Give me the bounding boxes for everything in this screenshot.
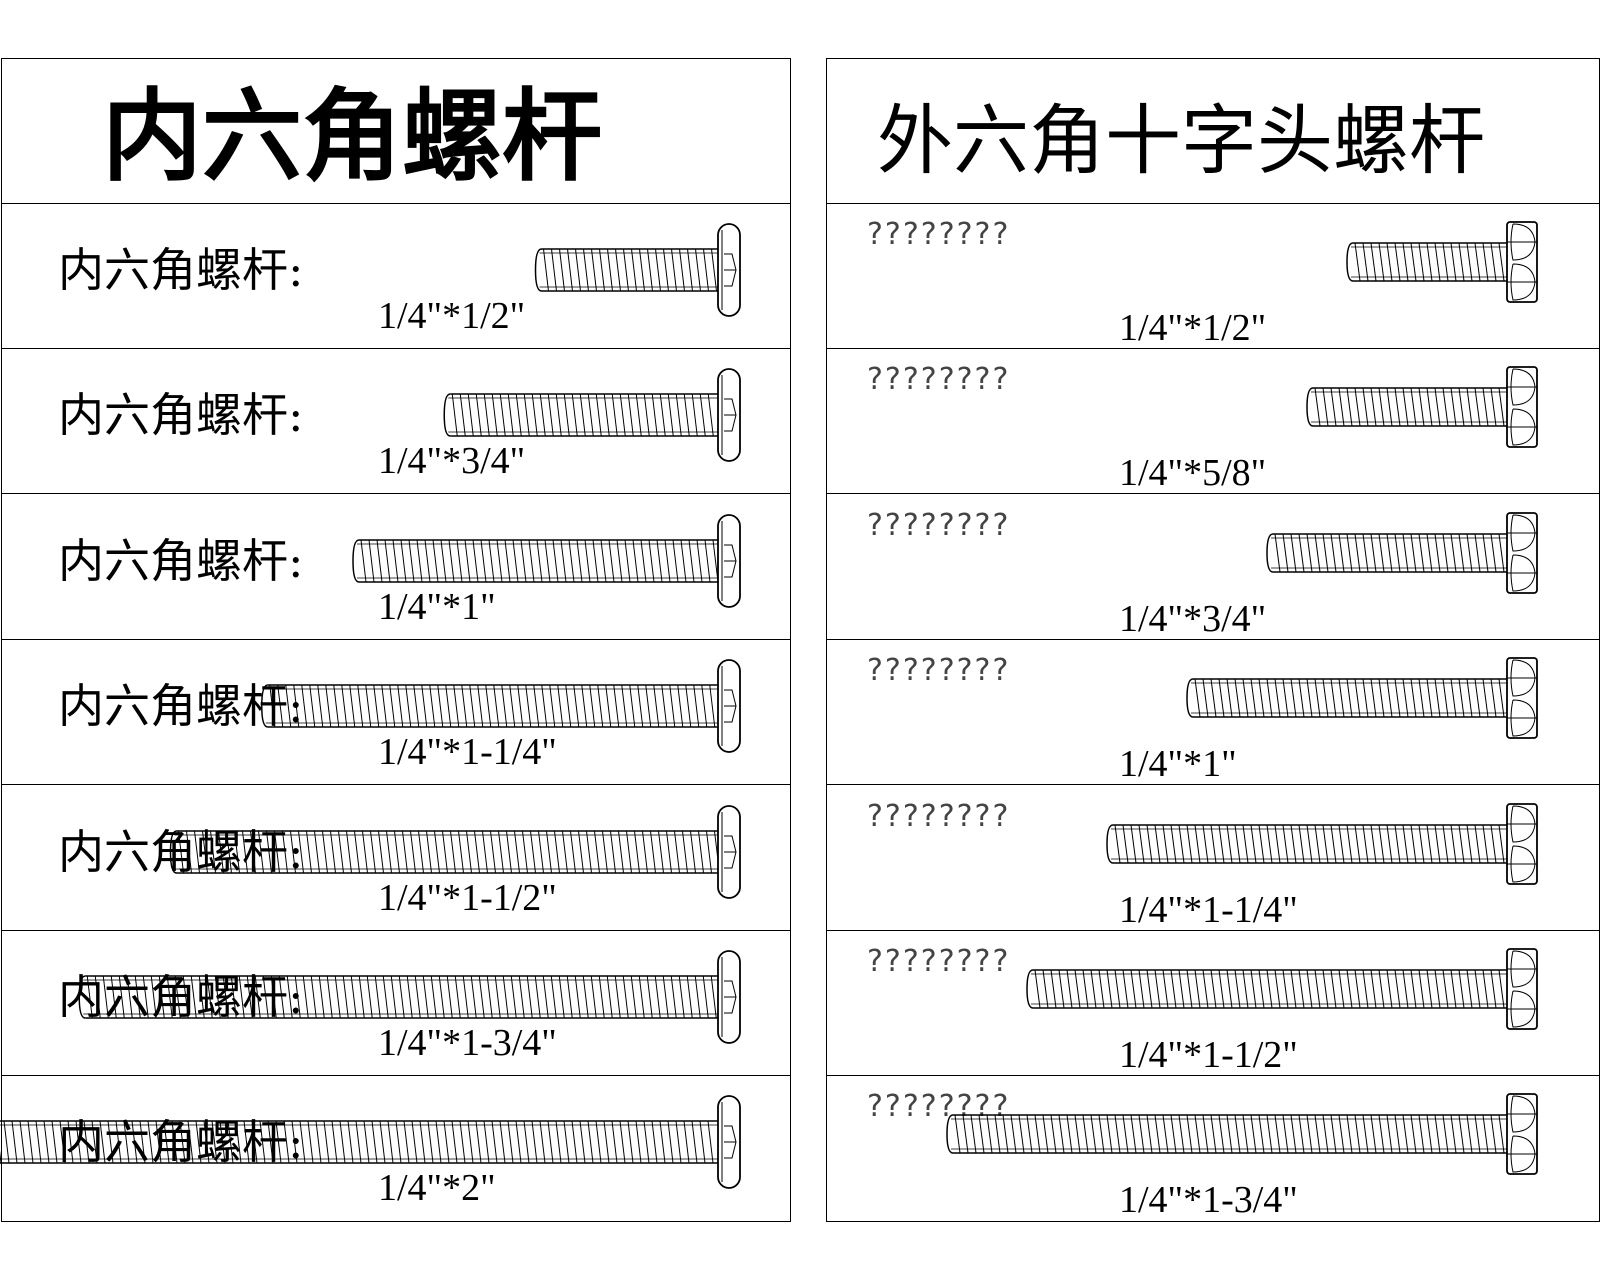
hex-screw-size: 1/4"*3/4" xyxy=(1119,597,1267,640)
hex-head-icon xyxy=(1506,657,1538,740)
socket-screw-label: 内六角螺杆: xyxy=(58,533,304,588)
hex-screw-label: ???????? xyxy=(867,1089,1011,1125)
socket-screw-row: 内六角螺杆: 1/4"*1" xyxy=(2,495,790,640)
hex-screw-title: 外六角十字头螺杆 xyxy=(877,96,1485,185)
socket-screw-row: 内六角螺杆: 1/4"*1-1/4" xyxy=(2,640,790,786)
socket-screw-drawing xyxy=(443,368,741,463)
socket-cap-head-icon xyxy=(717,950,741,1044)
hex-screw-row: ???????? 1/4"*5/8" xyxy=(827,349,1599,495)
hex-screw-drawing xyxy=(1306,366,1538,449)
hex-screw-drawing xyxy=(1026,948,1538,1030)
hex-screw-label: ???????? xyxy=(867,362,1011,398)
socket-screw-label: 内六角螺杆: xyxy=(58,388,304,443)
hex-head-icon xyxy=(1506,948,1538,1030)
hex-screw-label: ???????? xyxy=(867,798,1011,834)
socket-cap-head-icon xyxy=(717,804,741,899)
hex-head-icon xyxy=(1506,221,1538,303)
socket-cap-head-icon xyxy=(717,223,741,317)
hex-screw-drawing xyxy=(1186,657,1538,740)
hex-screw-drawing xyxy=(1346,221,1538,303)
socket-screw-title: 内六角螺杆 xyxy=(102,77,602,195)
socket-screw-row: 内六角螺杆: 1/4"*1/2" xyxy=(2,204,790,349)
hex-screw-row: ???????? 1/4"*3/4" xyxy=(827,495,1599,640)
hex-head-icon xyxy=(1506,511,1538,594)
socket-cap-head-icon xyxy=(717,1095,741,1190)
thread-shank xyxy=(169,829,720,874)
hex-head-icon xyxy=(1506,1093,1538,1176)
socket-screw-label: 内六角螺杆: xyxy=(58,970,304,1024)
thread-shank xyxy=(1266,533,1507,573)
hex-screw-row: ???????? 1/4"*1-1/4" xyxy=(827,786,1599,931)
hex-screw-size: 1/4"*1/2" xyxy=(1119,307,1267,349)
hex-screw-drawing xyxy=(1106,802,1538,885)
thread-shank xyxy=(1186,678,1507,718)
socket-screw-row: 内六角螺杆: 1/4"*1-3/4" xyxy=(2,931,790,1076)
socket-screw-size: 1/4"*2" xyxy=(378,1167,496,1210)
thread-shank xyxy=(78,975,718,1019)
thread-shank xyxy=(260,684,718,728)
socket-screw-size: 1/4"*1-3/4" xyxy=(378,1022,557,1064)
hex-screw-row: ???????? 1/4"*1" xyxy=(827,640,1599,786)
hex-screw-size: 1/4"*1-1/2" xyxy=(1119,1034,1298,1076)
thread-shank xyxy=(534,248,718,292)
hex-screw-size: 1/4"*1-1/4" xyxy=(1119,888,1298,931)
thread-shank xyxy=(1026,969,1507,1009)
socket-cap-head-icon xyxy=(717,513,741,608)
hex-screw-drawing xyxy=(1266,511,1538,594)
socket-screw-size: 1/4"*1" xyxy=(378,585,496,628)
hex-screw-size: 1/4"*1" xyxy=(1119,743,1237,786)
socket-screw-size: 1/4"*1-1/2" xyxy=(378,876,557,919)
socket-screw-drawing xyxy=(534,223,741,317)
thread-shank xyxy=(1106,823,1507,864)
socket-cap-head-icon xyxy=(717,659,741,754)
socket-screw-drawing xyxy=(0,1095,741,1190)
hex-screw-header: 外六角十字头螺杆 xyxy=(827,59,1599,204)
hex-screw-label: ???????? xyxy=(867,217,1011,252)
socket-screw-drawing xyxy=(78,950,741,1044)
hex-screw-row: ???????? 1/4"*1/2" xyxy=(827,204,1599,349)
socket-screw-panel: 内六角螺杆 内六角螺杆:1/4"*1/2"内六角螺杆:1/4"*3/4"内六角螺… xyxy=(0,58,791,1222)
socket-screw-drawing xyxy=(352,513,741,608)
socket-screw-size: 1/4"*1/2" xyxy=(378,295,526,337)
socket-screw-header: 内六角螺杆 xyxy=(2,59,790,204)
hex-head-icon xyxy=(1506,366,1538,449)
thread-shank xyxy=(443,393,718,438)
hex-screw-size: 1/4"*5/8" xyxy=(1119,452,1267,495)
socket-screw-label: 内六角螺杆: xyxy=(58,679,304,734)
socket-cap-head-icon xyxy=(717,368,741,463)
socket-screw-drawing xyxy=(169,804,741,899)
hex-screw-label: ???????? xyxy=(867,944,1011,979)
thread-shank xyxy=(946,1114,1507,1155)
thread-shank xyxy=(0,1120,718,1165)
socket-screw-size: 1/4"*3/4" xyxy=(378,440,526,483)
socket-screw-row: 内六角螺杆:1/4"*1-1/2" xyxy=(2,786,790,931)
socket-screw-row: 内六角螺杆: 1/4"*3/4" xyxy=(2,349,790,495)
hex-screw-drawing xyxy=(946,1093,1538,1176)
socket-screw-label: 内六角螺杆: xyxy=(58,243,304,297)
hex-screw-row: ???????? 1/4"*1-1/2" xyxy=(827,931,1599,1076)
hex-screw-label: ???????? xyxy=(867,653,1011,689)
socket-screw-drawing xyxy=(260,659,741,754)
hex-screw-panel: 外六角十字头螺杆 ???????? 1/4"*1/2"???????? 1/4"*5… xyxy=(826,58,1600,1222)
thread-shank xyxy=(1306,387,1507,428)
hex-screw-row: ???????? 1/4"*1-3/4" xyxy=(827,1076,1599,1221)
socket-screw-size: 1/4"*1-1/4" xyxy=(378,731,557,774)
hex-head-icon xyxy=(1506,802,1538,885)
thread-shank xyxy=(1346,242,1507,282)
socket-screw-row: 内六角螺杆:1/4"*2" xyxy=(0,1076,790,1221)
thread-shank xyxy=(352,539,719,583)
hex-screw-label: ???????? xyxy=(867,507,1011,543)
hex-screw-size: 1/4"*1-3/4" xyxy=(1119,1179,1298,1222)
